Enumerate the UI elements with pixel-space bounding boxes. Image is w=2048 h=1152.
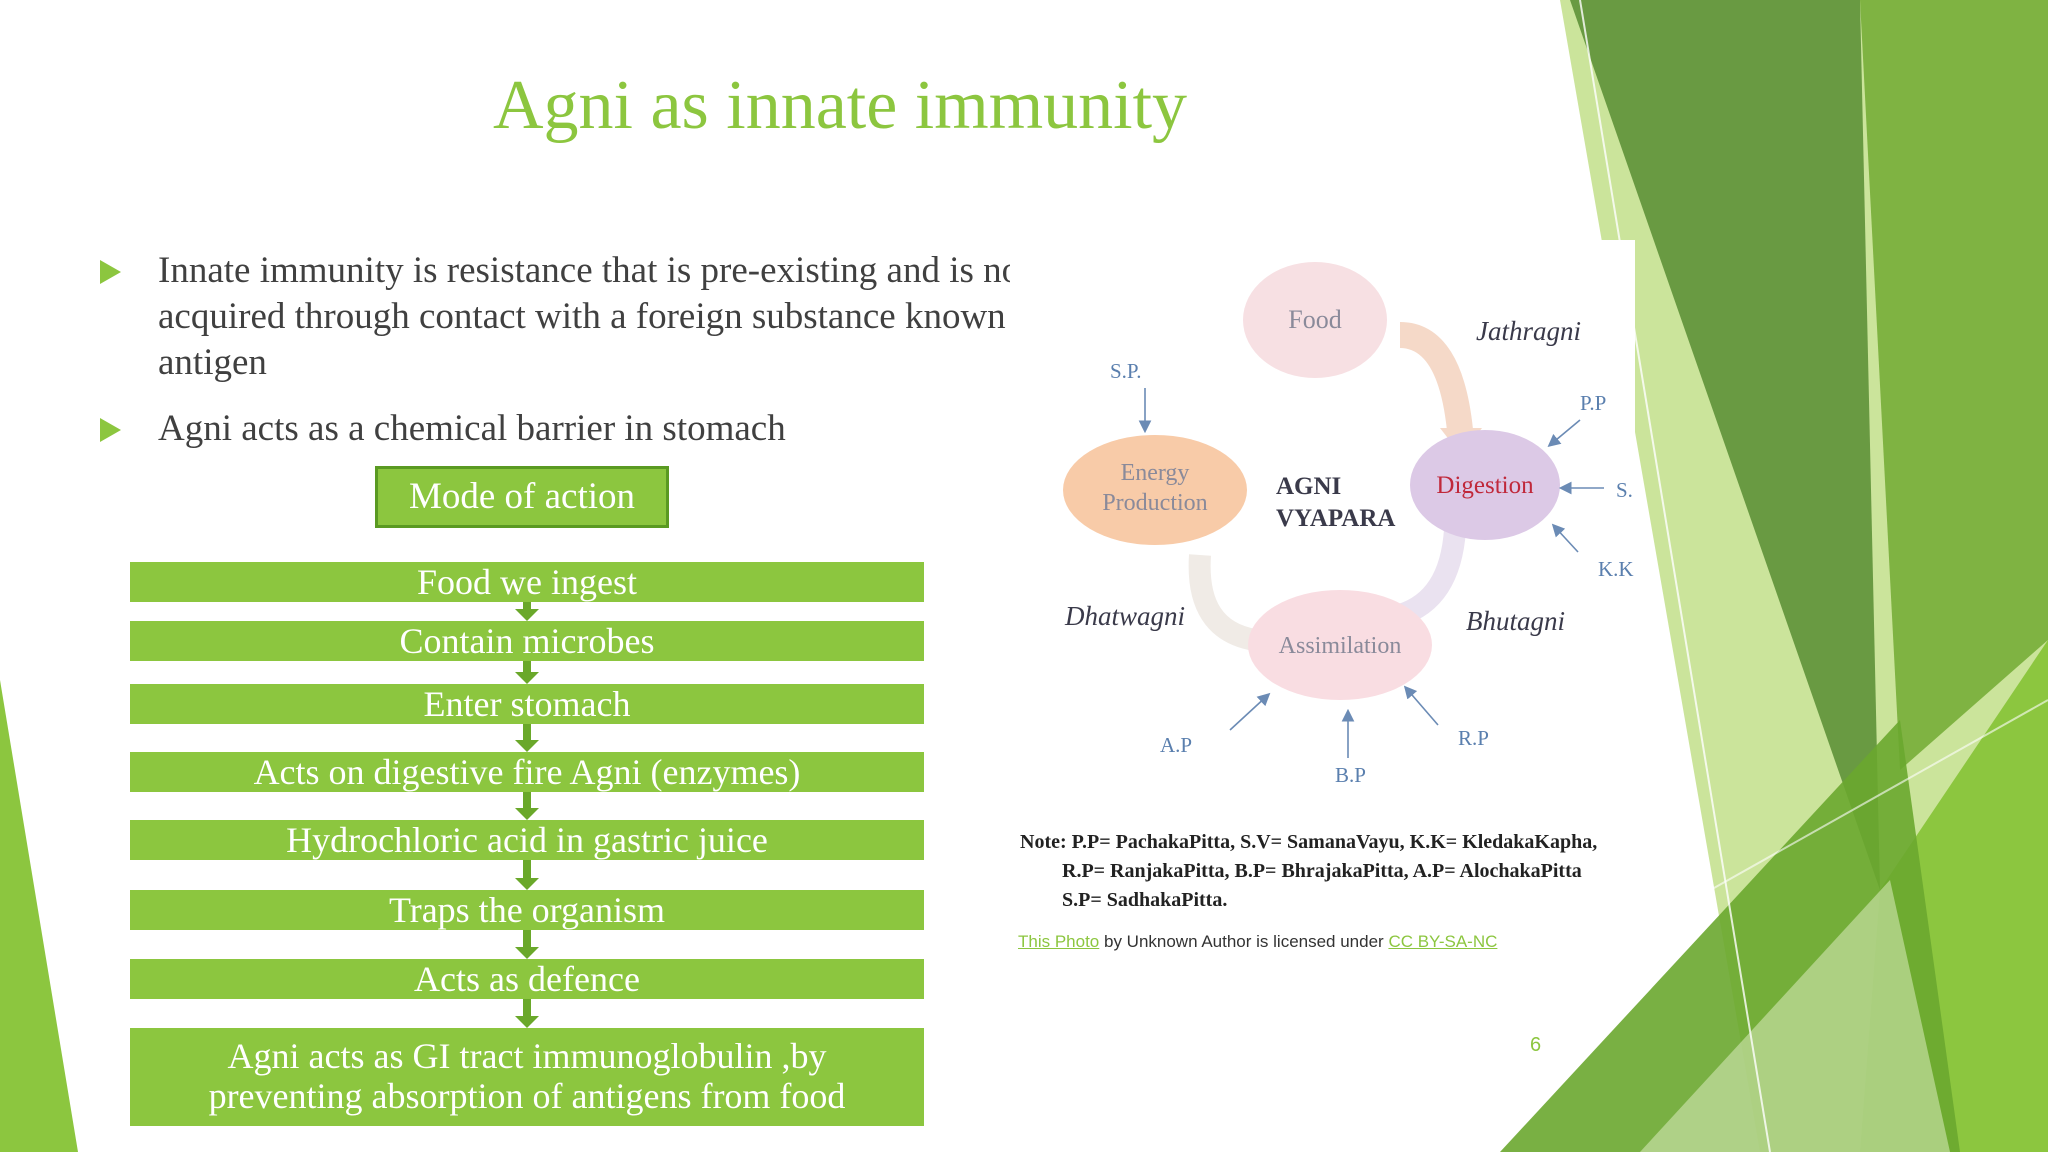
flow-step-acts-as-defence: Acts as defence — [130, 959, 924, 999]
deco-shape-right-mid — [1860, 0, 2048, 770]
photo-attribution: This Photo by Unknown Author is licensed… — [1018, 932, 1497, 952]
bullet-item-innate-immunity: Innate immunity is resistance that is pr… — [100, 248, 1046, 386]
deco-line-1 — [1579, 0, 1771, 1152]
node-digestion-label: Digestion — [1436, 472, 1534, 499]
attribution-text: by Unknown Author is licensed under — [1099, 932, 1389, 951]
label-bhutagni: Bhutagni — [1466, 606, 1565, 636]
agni-vyapara-diagram: Food Digestion Assimilation Energy Produ… — [1020, 262, 1634, 911]
note-line-2: R.P= RanjakaPitta, B.P= BhrajakaPitta, A… — [1062, 860, 1582, 882]
node-food — [1243, 262, 1387, 378]
note-line-3: S.P= SadhakaPitta. — [1062, 889, 1227, 911]
node-energy-label-2: Production — [1102, 490, 1207, 516]
input-arrow — [1547, 419, 1581, 448]
deco-shape-left-strip — [0, 680, 78, 1152]
slide-title: Agni as innate immunity — [492, 67, 1188, 144]
center-label-vyapara: VYAPARA — [1276, 505, 1395, 532]
input-sp: S.P. — [1110, 359, 1142, 383]
node-assimilation-label: Assimilation — [1279, 633, 1402, 659]
input-ap: A.P — [1160, 733, 1192, 757]
label-jathragni: Jathragni — [1476, 316, 1581, 346]
flow-step-hydrochloric-acid: Hydrochloric acid in gastric juice — [130, 820, 924, 860]
deco-shape-bottom-light — [1640, 880, 1950, 1152]
deco-shape-right-dark — [1570, 0, 1880, 890]
cycle-arrow-assimilation-energy — [1188, 554, 1258, 651]
bullet-arrow-icon — [100, 418, 121, 442]
node-food-label: Food — [1288, 305, 1341, 334]
input-kk: K.K — [1598, 557, 1634, 581]
mode-of-action-label: Mode of action — [375, 466, 669, 528]
bullet-item-chemical-barrier: Agni acts as a chemical barrier in stoma… — [100, 406, 1000, 452]
node-energy-production — [1063, 435, 1247, 545]
cycle-arrow-digestion-assimilation — [1396, 528, 1466, 626]
flow-step-contain-microbes: Contain microbes — [130, 621, 924, 661]
input-arrow — [1551, 523, 1579, 553]
input-arrow — [1229, 692, 1271, 731]
input-pp: P.P — [1580, 391, 1606, 415]
page-number: 6 — [1530, 1034, 1542, 1056]
label-dhatwagni: Dhatwagni — [1064, 601, 1185, 631]
this-photo-link[interactable]: This Photo — [1018, 932, 1100, 951]
flow-step-traps-organism: Traps the organism — [130, 890, 924, 930]
input-rp: R.P — [1458, 726, 1489, 750]
flow-step-line-1: Agni acts as GI tract immunoglobulin ,by — [227, 1036, 827, 1076]
node-digestion — [1410, 430, 1560, 540]
flow-step-line-2: preventing absorption of antigens from f… — [208, 1076, 846, 1116]
input-bp: B.P — [1335, 763, 1366, 787]
flow-step-digestive-fire: Acts on digestive fire Agni (enzymes) — [130, 752, 924, 792]
license-link[interactable]: CC BY-SA-NC — [1388, 932, 1498, 951]
input-arrow — [1403, 685, 1439, 726]
center-label-agni: AGNI — [1276, 473, 1341, 500]
flow-step-food-ingest: Food we ingest — [130, 562, 924, 602]
note-line-1: Note: P.P= PachakaPitta, S.V= SamanaVayu… — [1020, 831, 1597, 853]
input-sv: S. — [1616, 478, 1633, 502]
bullet-arrow-icon — [100, 260, 121, 284]
flow-step-gi-immunoglobulin: Agni acts as GI tract immunoglobulin ,by… — [130, 1028, 924, 1126]
node-energy-label-1: Energy — [1121, 460, 1190, 486]
bullet-text: Agni acts as a chemical barrier in stoma… — [158, 408, 786, 449]
bullet-text: Innate immunity is resistance that is pr… — [158, 250, 1046, 383]
flow-step-enter-stomach: Enter stomach — [130, 684, 924, 724]
deco-line-2 — [1244, 699, 2048, 1152]
node-assimilation — [1248, 590, 1432, 700]
cycle-arrow-food-digestion — [1399, 322, 1473, 432]
